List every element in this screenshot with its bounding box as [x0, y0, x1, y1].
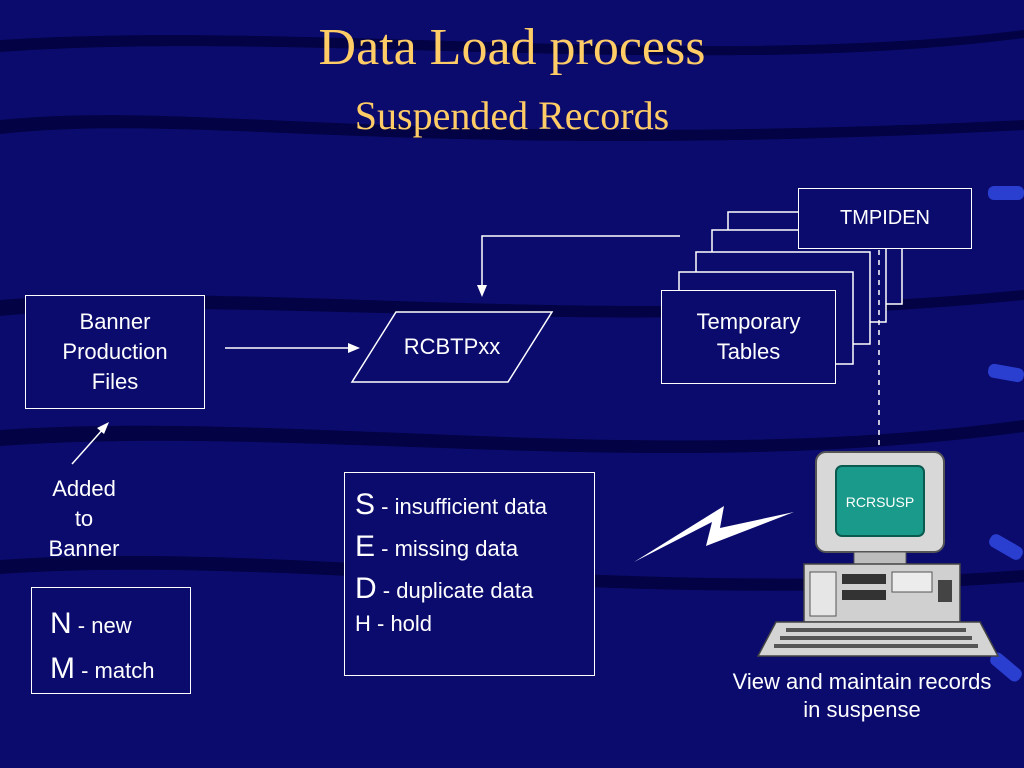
added-line2: to: [74, 506, 94, 531]
code-h-desc: - hold: [370, 611, 433, 636]
computer-screen-label: RCRSUSP: [845, 494, 915, 510]
temp-tables-line1: Temporary: [696, 309, 801, 334]
code-s: S: [355, 488, 376, 521]
computer-icon: [756, 451, 1000, 657]
code-h: H: [355, 611, 371, 636]
code-m: M: [50, 652, 75, 685]
computer-caption: View and maintain records in suspense: [700, 668, 1024, 724]
match-code-row-m: M - match: [50, 649, 190, 694]
temp-tables-line2: Tables: [716, 339, 781, 364]
status-row-h: H - hold: [355, 611, 594, 637]
code-n-desc: - new: [71, 613, 132, 638]
rcbtp-label: RCBTPxx: [403, 334, 501, 359]
banner-files-line1: Banner: [79, 309, 151, 334]
slide-title: Data Load process: [318, 19, 706, 76]
match-codes-box: N - new M - match: [31, 587, 191, 694]
code-m-desc: - match: [75, 658, 155, 683]
added-line3: Banner: [48, 536, 120, 561]
caption-line1: View and maintain records: [732, 669, 992, 694]
added-to-banner-label: Added to Banner: [24, 474, 144, 564]
status-row-s: S - insufficient data: [355, 485, 594, 527]
code-n: N: [50, 607, 72, 640]
status-codes-box: S - insufficient data E - missing data D…: [344, 472, 595, 676]
tmpiden-box: TMPIDEN: [798, 188, 972, 249]
match-code-row-n: N - new: [50, 604, 190, 649]
slide-subtitle: Suspended Records: [354, 93, 670, 138]
code-d: D: [355, 572, 377, 605]
temporary-tables-box: Temporary Tables: [661, 290, 836, 384]
banner-production-files-box: Banner Production Files: [25, 295, 205, 409]
code-e-desc: - missing data: [375, 536, 519, 561]
status-row-e: E - missing data: [355, 527, 594, 569]
code-d-desc: - duplicate data: [376, 578, 534, 603]
status-row-d: D - duplicate data: [355, 569, 594, 611]
banner-files-line2: Production: [62, 339, 168, 364]
added-line1: Added: [52, 476, 116, 501]
caption-line2: in suspense: [803, 697, 921, 722]
code-e: E: [355, 530, 376, 563]
code-s-desc: - insufficient data: [375, 494, 548, 519]
banner-files-line3: Files: [91, 369, 139, 394]
tmpiden-label: TMPIDEN: [840, 207, 930, 229]
